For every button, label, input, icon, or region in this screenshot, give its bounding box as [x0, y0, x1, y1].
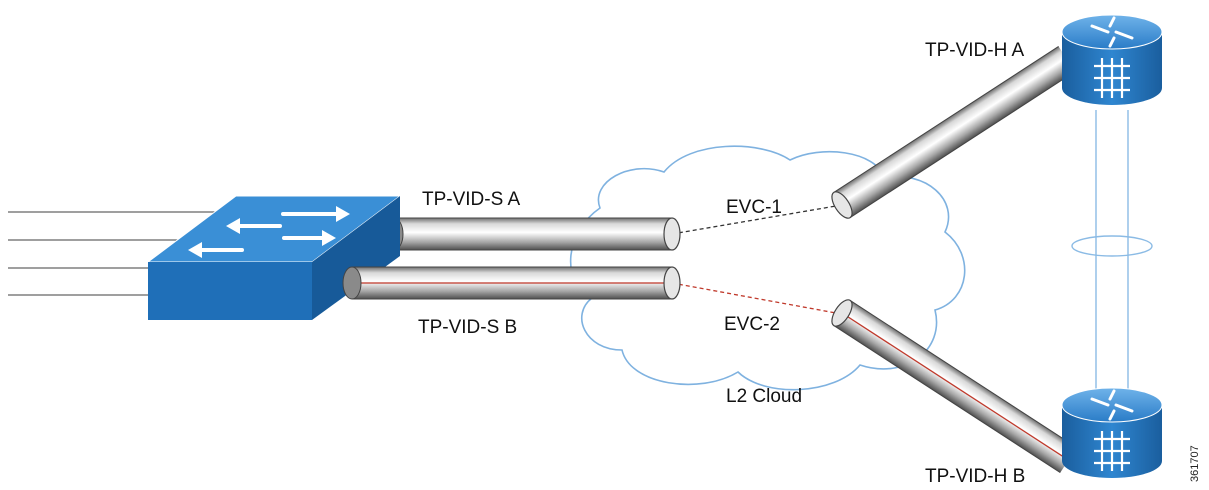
router-icon	[1061, 14, 1163, 105]
router-b	[1061, 387, 1163, 478]
label-evc-2: EVC-2	[724, 314, 780, 335]
pipe-tp-vid-h-b	[831, 299, 1077, 474]
access-lines	[8, 211, 222, 296]
label-tp-vid-s-b: TP-VID-S B	[418, 317, 517, 338]
label-tp-vid-s-a: TP-VID-S A	[422, 189, 521, 210]
pipe-tp-vid-s-b	[342, 266, 681, 300]
label-l2-cloud: L2 Cloud	[726, 386, 802, 407]
label-tp-vid-h-b: TP-VID-H B	[925, 466, 1025, 487]
pipe-tp-vid-s-a	[384, 217, 681, 251]
router-a	[1061, 14, 1163, 105]
layer2-switch-icon	[146, 195, 402, 320]
bundle-ellipse	[1071, 235, 1153, 257]
router-icon	[1061, 387, 1163, 478]
pipe-tp-vid-h-a	[831, 46, 1076, 219]
router-interconnect	[1071, 110, 1153, 400]
label-tp-vid-h-a: TP-VID-H A	[925, 40, 1025, 61]
label-evc-1: EVC-1	[726, 197, 782, 218]
figure-number: 361707	[1189, 445, 1201, 482]
